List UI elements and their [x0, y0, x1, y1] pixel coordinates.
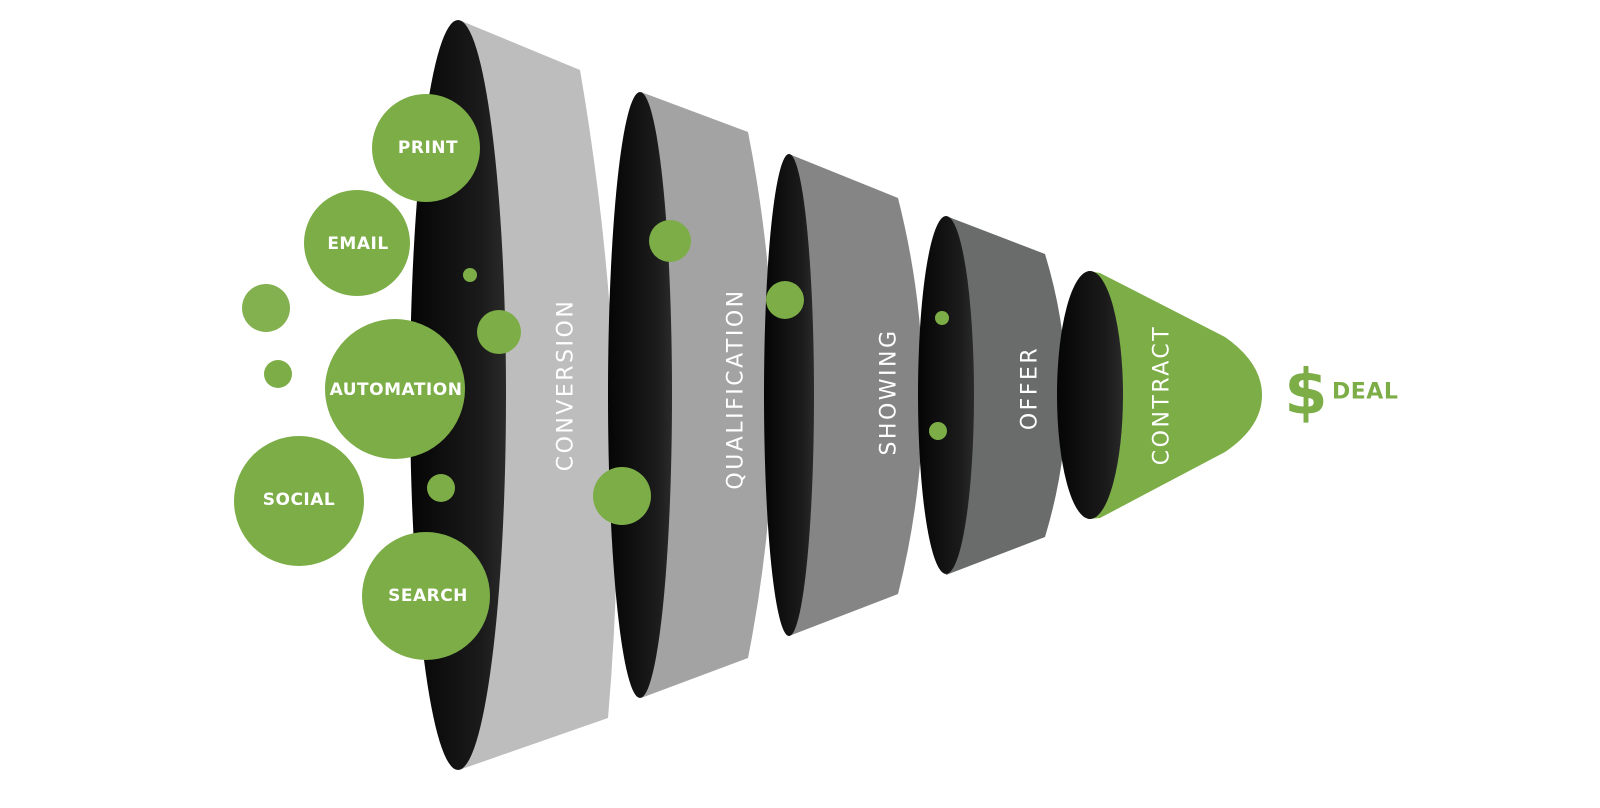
stage-label: CONTRACT	[1150, 325, 1175, 465]
source-bubble	[304, 190, 410, 296]
lead-dot	[242, 284, 290, 332]
source-label: AUTOMATION	[330, 380, 463, 400]
lead-dot	[929, 422, 947, 440]
stage-opening	[918, 216, 974, 574]
source-label: EMAIL	[327, 234, 388, 254]
lead-dot	[935, 311, 949, 325]
source-label: SEARCH	[388, 586, 468, 606]
source-bubble	[325, 319, 465, 459]
lead-dot	[477, 310, 521, 354]
deal-outcome: $ DEAL	[1284, 356, 1398, 429]
lead-source-print: PRINT	[372, 94, 480, 202]
lead-dot	[264, 360, 292, 388]
stage-band	[946, 216, 1067, 575]
dollar-icon: $	[1284, 356, 1327, 429]
funnel-stage-showing: SHOWING	[764, 154, 923, 636]
funnel-stage-qualification: QUALIFICATION	[593, 92, 774, 698]
stage-label: QUALIFICATION	[724, 288, 749, 489]
deal-label: DEAL	[1332, 380, 1398, 405]
stage-band	[1088, 271, 1262, 519]
funnel-stage-contract: CONTRACT	[1057, 271, 1262, 519]
stage-label: SHOWING	[877, 328, 902, 455]
lead-dot	[649, 220, 691, 262]
source-bubble	[372, 94, 480, 202]
stage-label: CONVERSION	[554, 299, 579, 472]
stage-band	[789, 154, 923, 636]
source-label: SOCIAL	[263, 490, 336, 510]
stage-opening	[764, 154, 814, 636]
lead-dot	[593, 467, 651, 525]
source-bubble	[234, 436, 364, 566]
lead-source-social: SOCIAL	[234, 436, 364, 566]
lead-source-automation: AUTOMATION	[325, 319, 465, 459]
stage-label: OFFER	[1018, 346, 1043, 430]
source-bubble	[362, 532, 490, 660]
stage-opening	[1057, 271, 1123, 519]
lead-dot	[766, 281, 804, 319]
funnel-stage-offer: OFFER	[918, 216, 1067, 575]
lead-source-email: EMAIL	[304, 190, 410, 296]
lead-dot	[427, 474, 455, 502]
stage-opening	[608, 92, 672, 698]
source-label: PRINT	[398, 138, 458, 158]
lead-dot	[463, 268, 477, 282]
lead-source-search: SEARCH	[362, 532, 490, 660]
